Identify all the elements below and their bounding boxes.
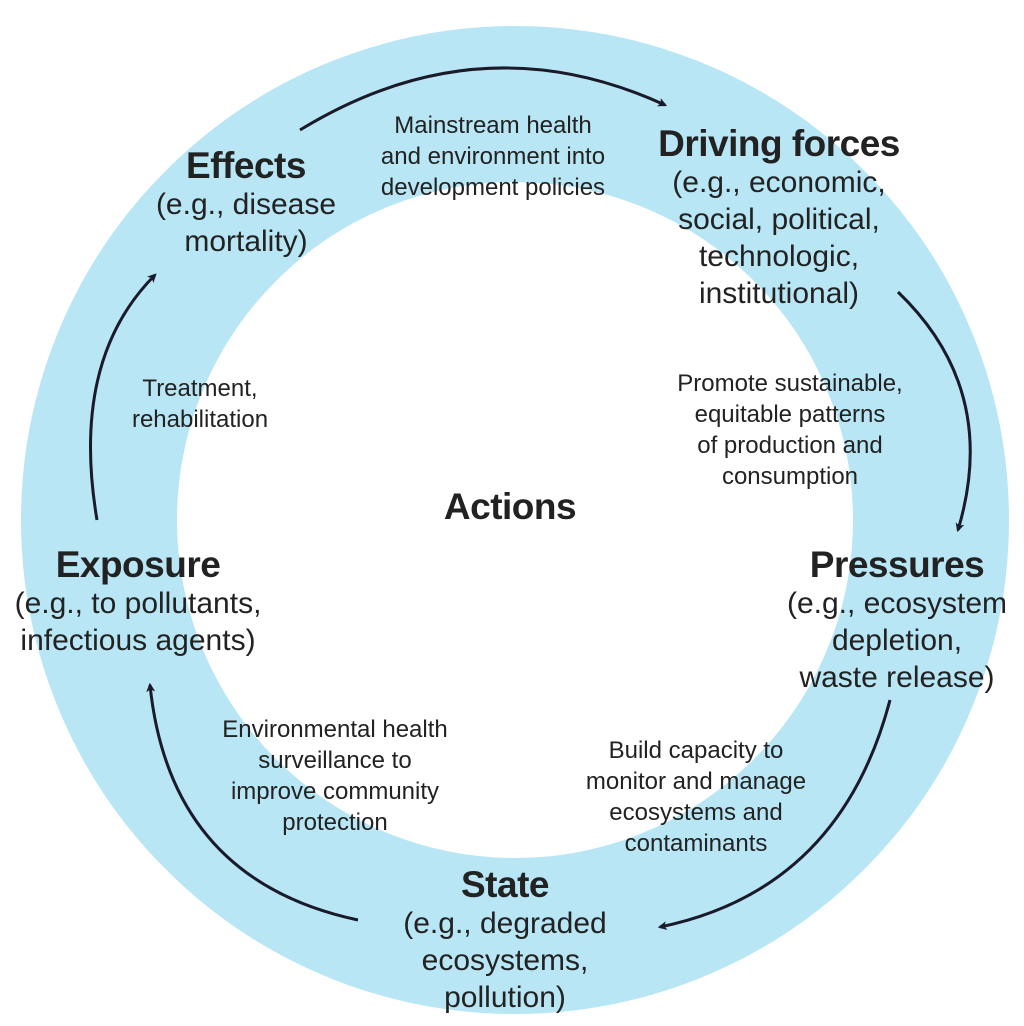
stage-exposure: Exposure (e.g., to pollutants, infectiou…: [0, 545, 276, 659]
stage-title: Exposure: [55, 544, 221, 585]
stage-title: Effects: [186, 145, 306, 186]
stage-title: Driving forces: [658, 123, 900, 164]
stage-detail: (e.g., disease mortality): [155, 188, 337, 258]
stage-detail: (e.g., degraded ecosystems, pollution): [403, 907, 607, 1014]
stage-title: State: [461, 864, 549, 905]
stage-detail: (e.g., to pollutants, infectious agents): [14, 587, 262, 657]
stage-pressures: Pressures (e.g., ecosystem depletion, wa…: [770, 545, 1024, 696]
stage-detail: (e.g., economic, social, political, tech…: [672, 166, 886, 310]
stage-driving-forces: Driving forces (e.g., economic, social, …: [620, 124, 938, 312]
center-label-actions: Actions: [443, 486, 577, 527]
ring-band: [21, 26, 1009, 1014]
stage-state: State (e.g., degraded ecosystems, pollut…: [370, 865, 640, 1016]
action-build-capacity: Build capacity to monitor and manage eco…: [585, 737, 807, 857]
stage-effects: Effects (e.g., disease mortality): [140, 146, 352, 260]
arrow-effects-to-driving-forces: [299, 66, 668, 132]
action-surveillance: Environmental health surveillance to imp…: [222, 716, 448, 836]
stage-title: Pressures: [809, 544, 985, 585]
arrow-pressures-to-state: [657, 699, 892, 931]
arrow-driving-forces-to-pressures: [896, 290, 972, 533]
arrow-exposure-to-effects: [88, 273, 157, 521]
action-promote-sustainable: Promote sustainable, equitable patterns …: [677, 370, 903, 490]
action-treatment: Treatment, rehabilitation: [131, 375, 269, 433]
stage-detail: (e.g., ecosystem depletion, waste releas…: [786, 587, 1008, 694]
arrow-state-to-exposure: [146, 682, 359, 922]
action-mainstream-health: Mainstream health and environment into d…: [380, 112, 606, 201]
